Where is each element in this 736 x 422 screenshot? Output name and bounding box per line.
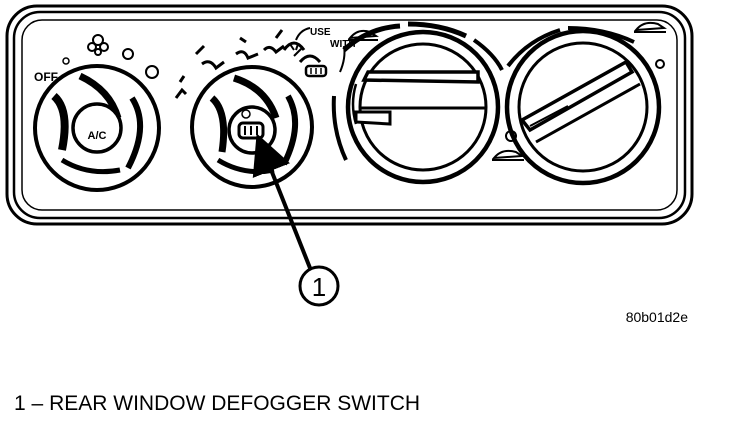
indicator-dot bbox=[241, 109, 251, 119]
bi-level-icon bbox=[194, 44, 225, 71]
indicator-dot bbox=[122, 48, 134, 60]
indicator-dot bbox=[62, 57, 70, 65]
use-label: USE bbox=[310, 27, 331, 38]
temperature-knob bbox=[345, 29, 501, 185]
blower-fan-knob bbox=[33, 64, 161, 192]
defrost-icon bbox=[282, 41, 306, 51]
rear-defogger-switch-icon bbox=[237, 121, 265, 140]
recirc-car-icon bbox=[491, 149, 525, 161]
mix-vent-icon bbox=[262, 29, 285, 55]
caption-text: REAR WINDOW DEFOGGER SWITCH bbox=[49, 392, 421, 415]
rear-window-defrost-icon bbox=[304, 64, 328, 78]
caption-number: 1 bbox=[14, 392, 26, 415]
legend-caption: 1 – REAR WINDOW DEFOGGER SWITCH bbox=[14, 392, 420, 416]
callout-leader-arrow bbox=[252, 133, 312, 269]
with-label: WITH bbox=[330, 39, 356, 50]
defrost-floor-icon bbox=[293, 47, 322, 64]
ac-button-label: A/C bbox=[88, 130, 107, 142]
caption-dash: – bbox=[31, 392, 44, 415]
off-label: OFF bbox=[34, 70, 58, 84]
indicator-dot bbox=[505, 130, 517, 142]
indicator-dot bbox=[145, 65, 159, 79]
air-source-scale bbox=[506, 26, 635, 68]
fresh-air-car-icon bbox=[633, 21, 667, 33]
callout-circle bbox=[298, 265, 340, 307]
figure-code: 80b01d2e bbox=[626, 309, 689, 325]
callout-number: 1 bbox=[312, 272, 326, 302]
indicator-dot bbox=[655, 59, 665, 69]
fan-icon bbox=[87, 34, 109, 56]
panel-vent-icon bbox=[174, 75, 188, 99]
floor-vent-icon bbox=[235, 36, 259, 60]
temperature-scale bbox=[331, 21, 504, 161]
air-source-knob bbox=[504, 28, 662, 186]
use-with-bracket bbox=[295, 27, 311, 41]
